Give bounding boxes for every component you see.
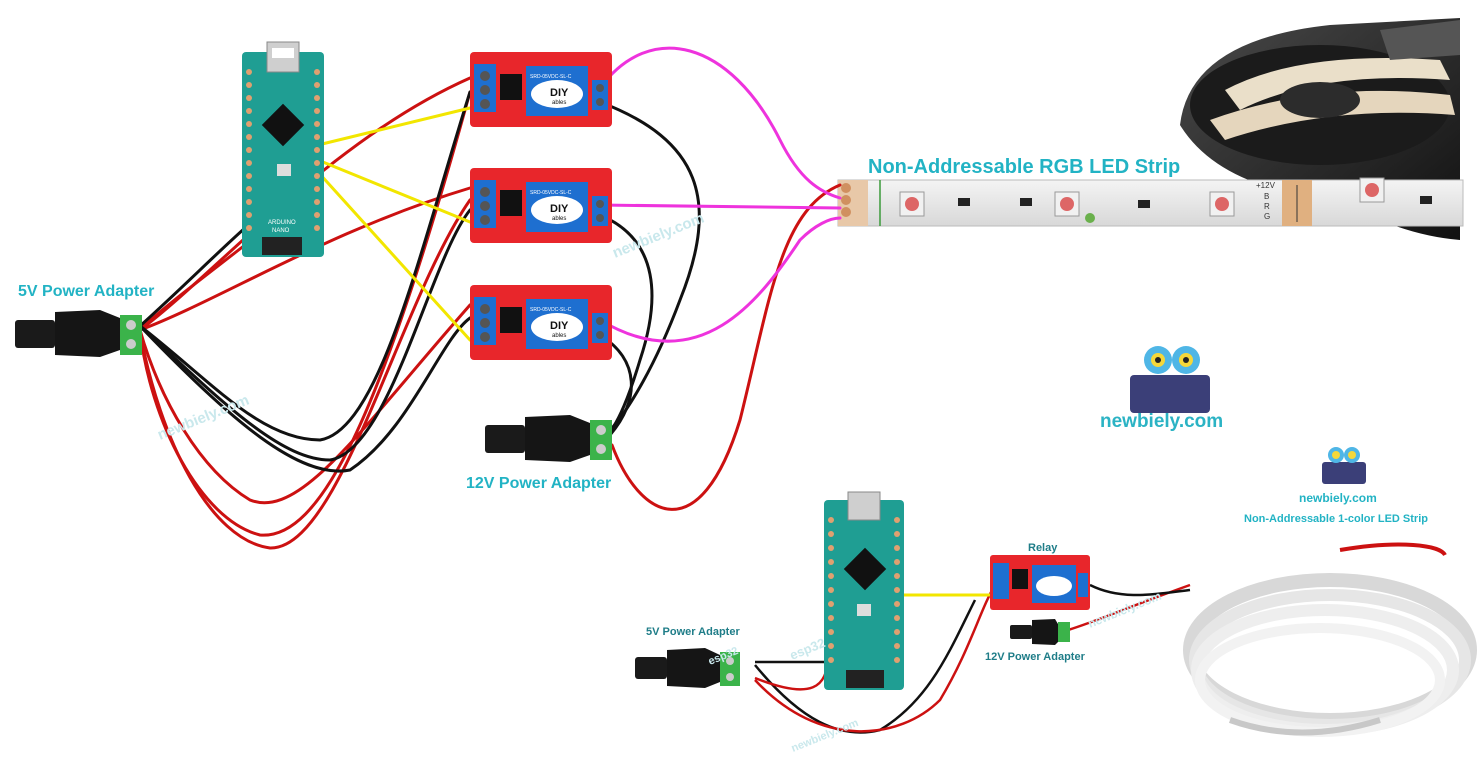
single-strip-label: Non-Addressable 1-color LED Strip — [1244, 513, 1428, 525]
adapter-5v-small-label: 5V Power Adapter — [646, 626, 740, 638]
wires-main — [138, 46, 842, 550]
arduino-nano-small — [824, 491, 904, 690]
relay-logo-sub: ables — [552, 100, 566, 106]
strip-led — [899, 191, 925, 217]
relay-3: DIY ables SRD-05VDC-SL-C — [470, 285, 612, 360]
power-adapter-12v-main — [485, 415, 612, 462]
power-adapter-5v-main — [15, 310, 142, 357]
rgb-strip-label: Non-Addressable RGB LED Strip — [868, 156, 1181, 178]
newbiely-owl-logo — [1130, 346, 1210, 413]
single-color-led-strip — [1183, 573, 1477, 737]
nano-board-name: ARDUINO — [268, 220, 296, 226]
strip-label-r: R — [1264, 202, 1270, 211]
arduino-nano-main: ARDUINO NANO — [242, 41, 324, 257]
strip-led — [1359, 177, 1385, 203]
rgb-led-strip: +12V B R G — [837, 177, 1464, 227]
power-adapter-5v-small — [635, 648, 740, 688]
watermark: esp32 — [788, 635, 828, 663]
relay-logo: DIY — [550, 320, 569, 332]
relay-logo: DIY — [550, 203, 569, 215]
relay-logo-sub: ables — [552, 216, 566, 222]
adapter-5v-main-label: 5V Power Adapter — [18, 283, 155, 300]
wires-small — [754, 542, 1447, 734]
power-adapter-12v-small — [1010, 619, 1070, 645]
strip-led — [1054, 191, 1080, 217]
adapter-12v-main-label: 12V Power Adapter — [466, 475, 612, 492]
relay-model: SRD-05VDC-SL-C — [530, 307, 572, 313]
relay-2: DIY ables SRD-05VDC-SL-C — [470, 168, 612, 243]
relay-model: SRD-05VDC-SL-C — [530, 74, 572, 80]
relay-1: DIY ables SRD-05VDC-SL-C — [470, 52, 612, 127]
newbiely-owl-logo-small — [1322, 447, 1366, 484]
nano-model-name: NANO — [272, 228, 290, 234]
brand-label-large: newbiely.com — [1100, 411, 1224, 432]
strip-label-g: G — [1264, 212, 1270, 221]
strip-label-b: B — [1264, 192, 1269, 201]
strip-led — [1209, 191, 1235, 217]
watermark: newbiely.com — [610, 210, 707, 262]
watermark: newbiely.com — [790, 717, 861, 755]
relay-small-label: Relay — [1028, 542, 1058, 554]
adapter-12v-small-label: 12V Power Adapter — [985, 651, 1085, 663]
relay-model: SRD-05VDC-SL-C — [530, 190, 572, 196]
brand-label-small: newbiely.com — [1299, 491, 1377, 505]
relay-logo: DIY — [550, 87, 569, 99]
strip-label-12v: +12V — [1256, 181, 1276, 190]
relay-small — [990, 555, 1090, 610]
relay-logo-sub: ables — [552, 333, 566, 339]
